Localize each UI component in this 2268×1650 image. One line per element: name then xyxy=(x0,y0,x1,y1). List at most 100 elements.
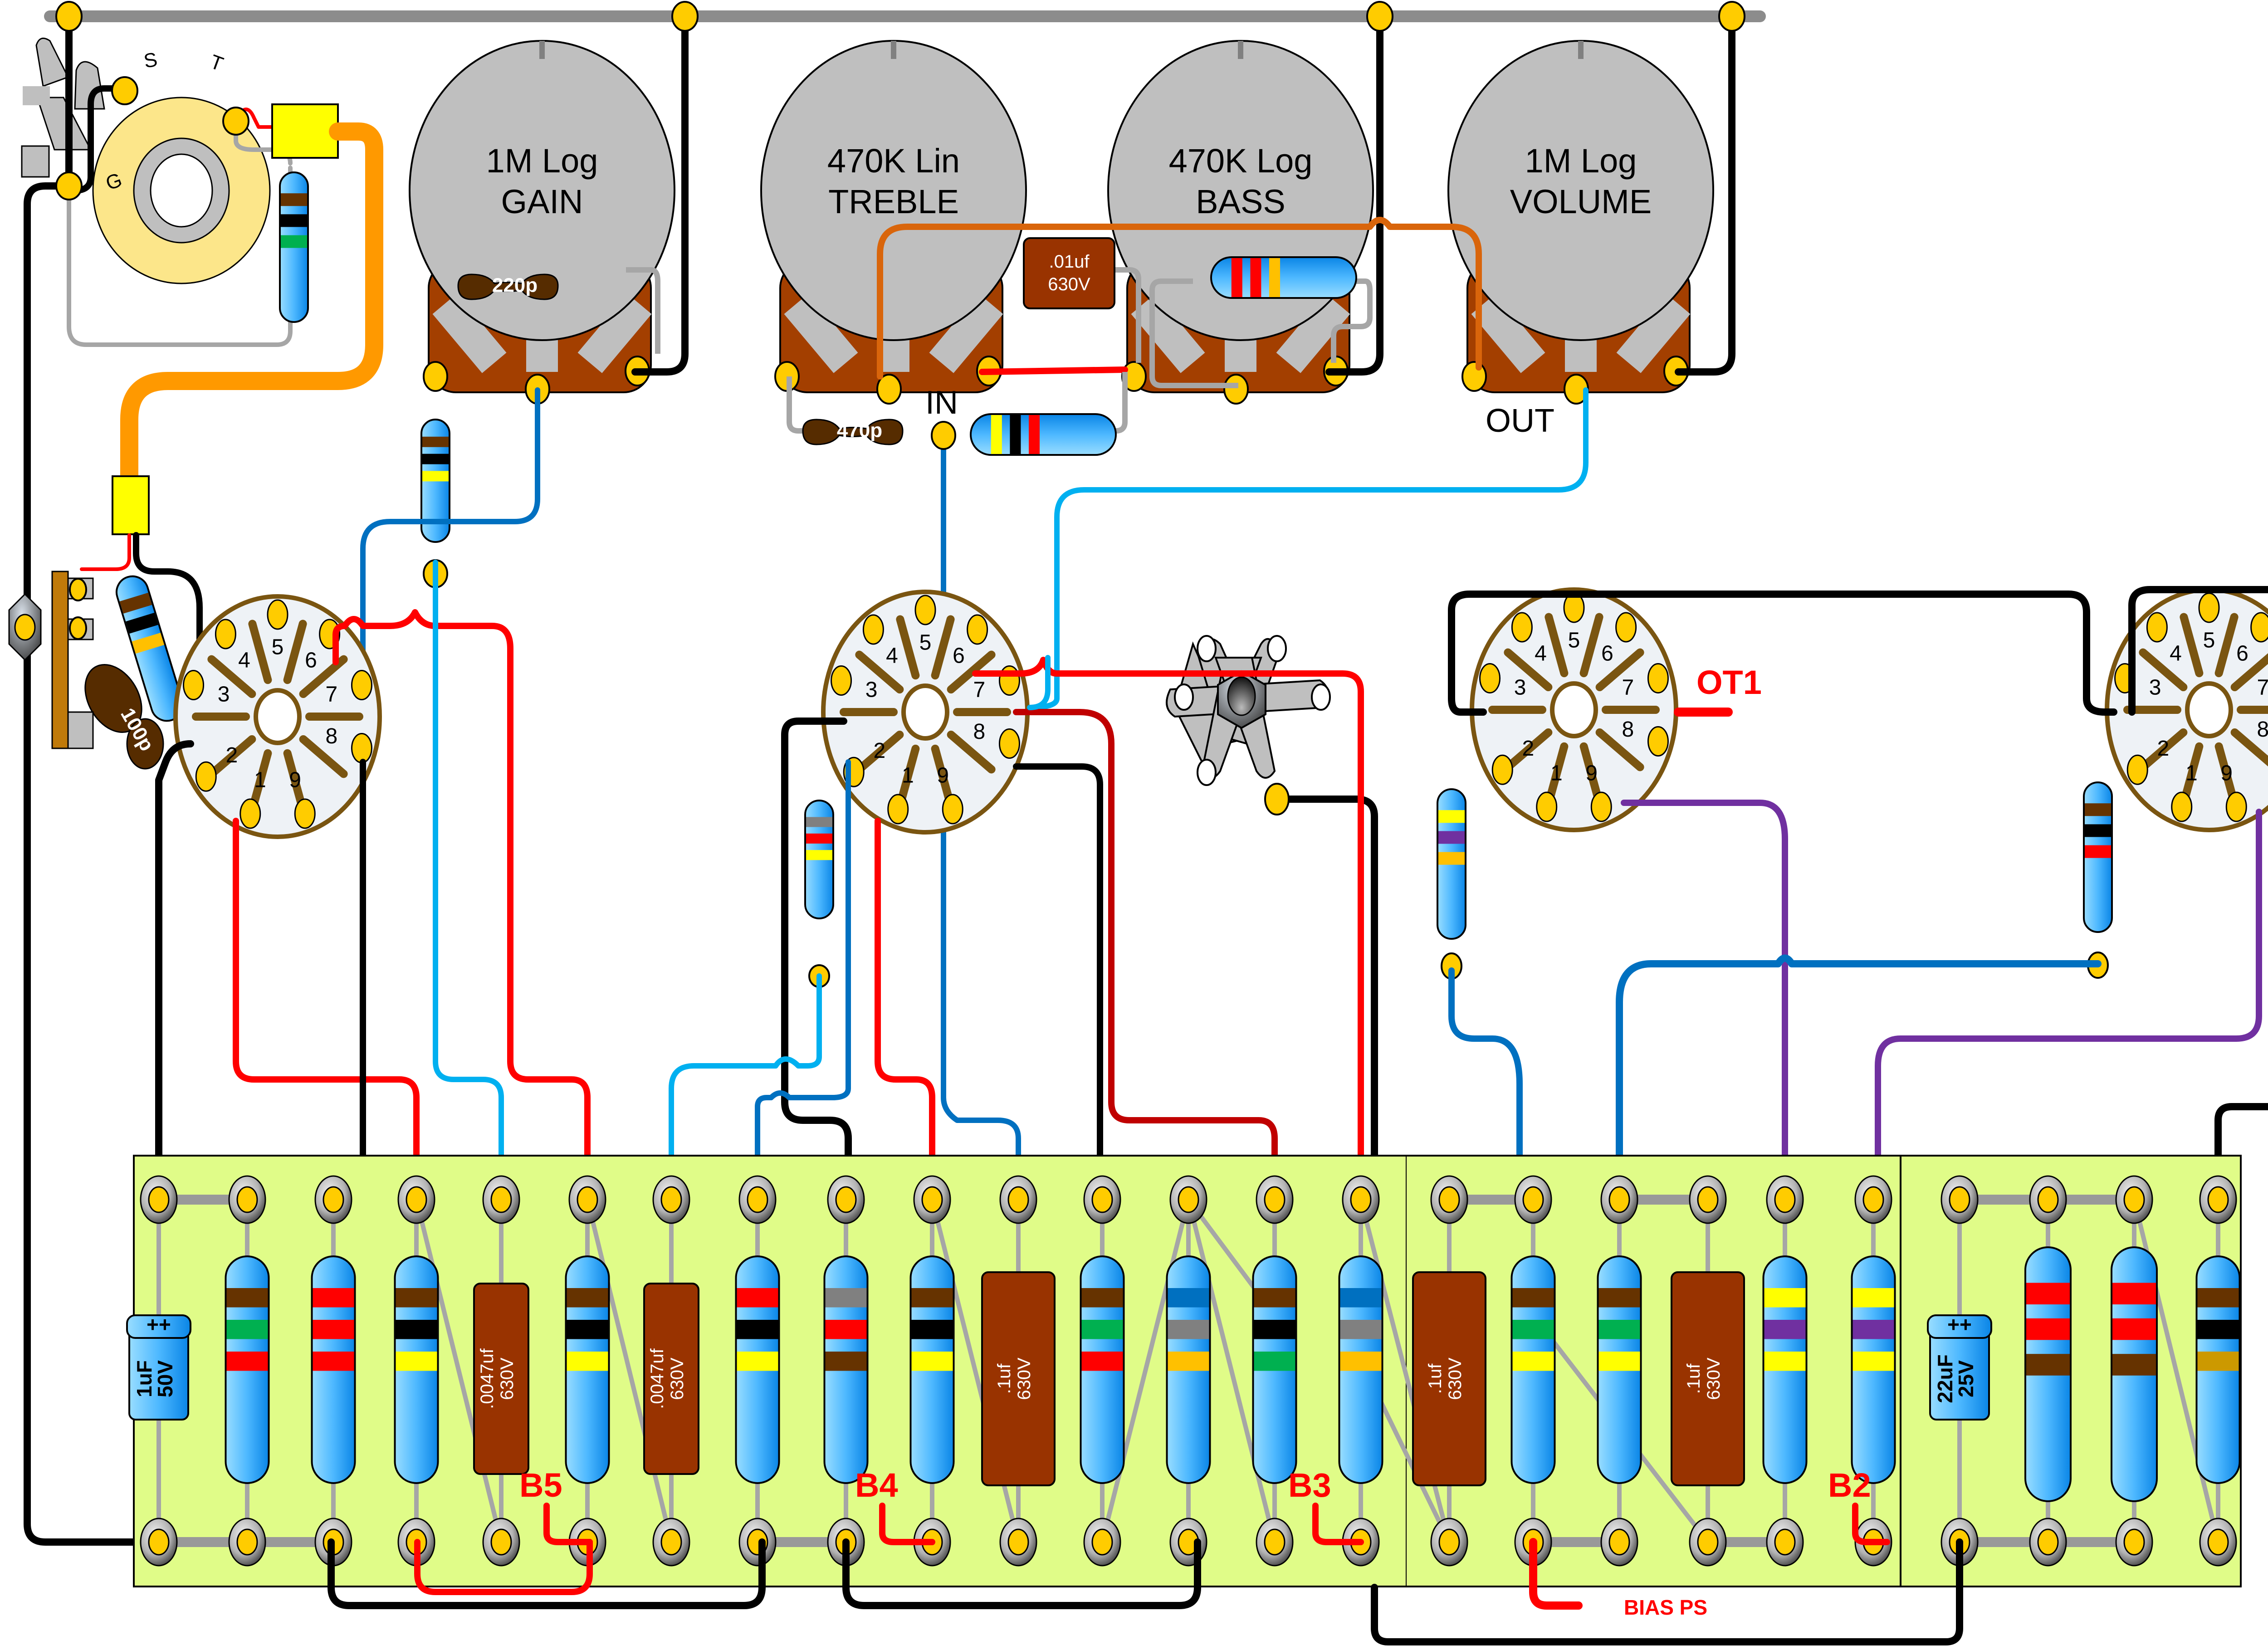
socket-pin-pad[interactable] xyxy=(862,614,884,645)
ground-bus-lug-1[interactable] xyxy=(55,1,83,32)
board-eyelet[interactable] xyxy=(738,1518,777,1567)
board-eyelet[interactable] xyxy=(1430,1175,1468,1224)
socket-pin-pad[interactable] xyxy=(195,761,217,792)
socket-pin-pad[interactable] xyxy=(240,798,261,829)
board-eyelet[interactable] xyxy=(1600,1518,1638,1567)
board-eyelet[interactable] xyxy=(2029,1175,2067,1224)
board-eyelet[interactable] xyxy=(2199,1175,2237,1224)
socket-pin-pad[interactable] xyxy=(831,665,852,696)
pot-lug-2[interactable] xyxy=(1223,374,1249,405)
pot-lug-2[interactable] xyxy=(876,374,902,405)
resistor-band xyxy=(825,1352,867,1371)
ground-bus-lug-2[interactable] xyxy=(671,1,699,32)
board-eyelet[interactable] xyxy=(1256,1175,1294,1224)
socket-pin-pad[interactable] xyxy=(294,798,316,829)
jack-lug-ground[interactable] xyxy=(55,171,83,200)
board-eyelet[interactable] xyxy=(568,1175,606,1224)
socket-pin-pad[interactable] xyxy=(2198,592,2220,623)
socket-pin-pad[interactable] xyxy=(998,728,1020,759)
board-eyelet[interactable] xyxy=(397,1175,435,1224)
board-eyelet[interactable] xyxy=(827,1175,865,1224)
board-eyelet[interactable] xyxy=(913,1175,951,1224)
socket-pin-pad[interactable] xyxy=(967,614,988,645)
jack-lug-sleeve[interactable] xyxy=(111,76,138,105)
board-eyelet[interactable] xyxy=(1514,1175,1552,1224)
board-eyelet[interactable] xyxy=(1766,1518,1804,1567)
socket-pin-number: 4 xyxy=(2170,641,2182,665)
board-eyelet[interactable] xyxy=(1169,1175,1207,1224)
jack-lug-tip[interactable] xyxy=(222,107,249,136)
socket-pin-pad[interactable] xyxy=(2146,612,2168,643)
board-eyelet[interactable] xyxy=(999,1518,1037,1567)
socket-pin-pad[interactable] xyxy=(2171,791,2193,822)
socket-pin-pad[interactable] xyxy=(1511,612,1533,643)
board-eyelet[interactable] xyxy=(140,1175,178,1224)
speaker-jack-lug[interactable] xyxy=(1264,783,1290,815)
board-eyelet[interactable] xyxy=(738,1175,777,1224)
board-eyelet[interactable] xyxy=(2029,1518,2067,1567)
board-eyelet[interactable] xyxy=(1430,1518,1468,1567)
wire-ot2-heater xyxy=(2128,586,2268,1201)
board-eyelet[interactable] xyxy=(1854,1518,1892,1567)
socket-pin-pad[interactable] xyxy=(183,669,205,700)
socket-pin-pad[interactable] xyxy=(351,669,372,700)
board-eyelet[interactable] xyxy=(652,1518,690,1567)
board-eyelet[interactable] xyxy=(1600,1175,1638,1224)
pot-indicator xyxy=(891,41,896,59)
socket-pin-pad[interactable] xyxy=(215,619,236,649)
socket-pin-pad[interactable] xyxy=(1647,726,1669,757)
terminal-lug-2[interactable] xyxy=(69,616,87,640)
board-eyelet[interactable] xyxy=(652,1175,690,1224)
resistor-band xyxy=(2085,845,2111,858)
socket-pin-pad[interactable] xyxy=(1615,612,1637,643)
socket-pin-pad[interactable] xyxy=(1590,791,1612,822)
pot-lug-1[interactable] xyxy=(423,361,448,392)
pot-name: TREBLE xyxy=(828,183,959,220)
board-eyelet[interactable] xyxy=(1766,1175,1804,1224)
board-eyelet[interactable] xyxy=(1941,1175,1979,1224)
component-lead-diagonal xyxy=(1186,1199,1277,1543)
board-eyelet[interactable] xyxy=(482,1175,520,1224)
socket-pin-pad[interactable] xyxy=(2225,791,2247,822)
ecap-value: 22uF xyxy=(1933,1354,1957,1403)
board-eyelet[interactable] xyxy=(1854,1175,1892,1224)
ground-lug[interactable] xyxy=(14,614,36,641)
socket-pin-number: 2 xyxy=(2157,737,2170,761)
in-lug[interactable] xyxy=(931,421,956,450)
board-eyelet[interactable] xyxy=(1256,1518,1294,1567)
board-eyelet[interactable] xyxy=(2115,1518,2153,1567)
board-eyelet[interactable] xyxy=(228,1518,266,1567)
ground-bus-lug-3[interactable] xyxy=(1366,1,1393,32)
socket-pin-pad[interactable] xyxy=(887,794,909,825)
board-eyelet[interactable] xyxy=(140,1518,178,1567)
socket-pin-pad[interactable] xyxy=(1479,663,1501,693)
terminal-lug-1[interactable] xyxy=(69,578,87,601)
board-eyelet[interactable] xyxy=(1083,1518,1121,1567)
board-eyelet[interactable] xyxy=(2115,1175,2153,1224)
socket-pin-pad[interactable] xyxy=(267,599,288,630)
socket-pin-pad[interactable] xyxy=(942,794,963,825)
board-eyelet[interactable] xyxy=(482,1518,520,1567)
board-eyelet[interactable] xyxy=(1689,1518,1727,1567)
board-eyelet[interactable] xyxy=(999,1175,1037,1224)
wire-bias-ps xyxy=(1529,1538,1583,1610)
ground-bus-lug-4[interactable] xyxy=(1718,1,1745,32)
board-eyelet[interactable] xyxy=(1083,1175,1121,1224)
socket-pin-pad[interactable] xyxy=(1536,791,1558,822)
socket-pin-pad[interactable] xyxy=(1647,663,1669,693)
board-eyelet[interactable] xyxy=(228,1175,266,1224)
board-eyelet[interactable] xyxy=(1689,1175,1727,1224)
board-eyelet[interactable] xyxy=(314,1175,352,1224)
socket-pin-pad[interactable] xyxy=(351,733,372,764)
board-eyelet[interactable] xyxy=(1342,1175,1380,1224)
socket-pin-pad[interactable] xyxy=(2126,754,2148,785)
pot-lug-1[interactable] xyxy=(1461,361,1487,392)
board-resistor xyxy=(1851,1255,1896,1484)
board-eyelet[interactable] xyxy=(2199,1518,2237,1567)
socket-pin-pad[interactable] xyxy=(2250,612,2268,643)
socket-pin-pad[interactable] xyxy=(1491,754,1513,785)
socket-pin-pad[interactable] xyxy=(914,595,936,625)
